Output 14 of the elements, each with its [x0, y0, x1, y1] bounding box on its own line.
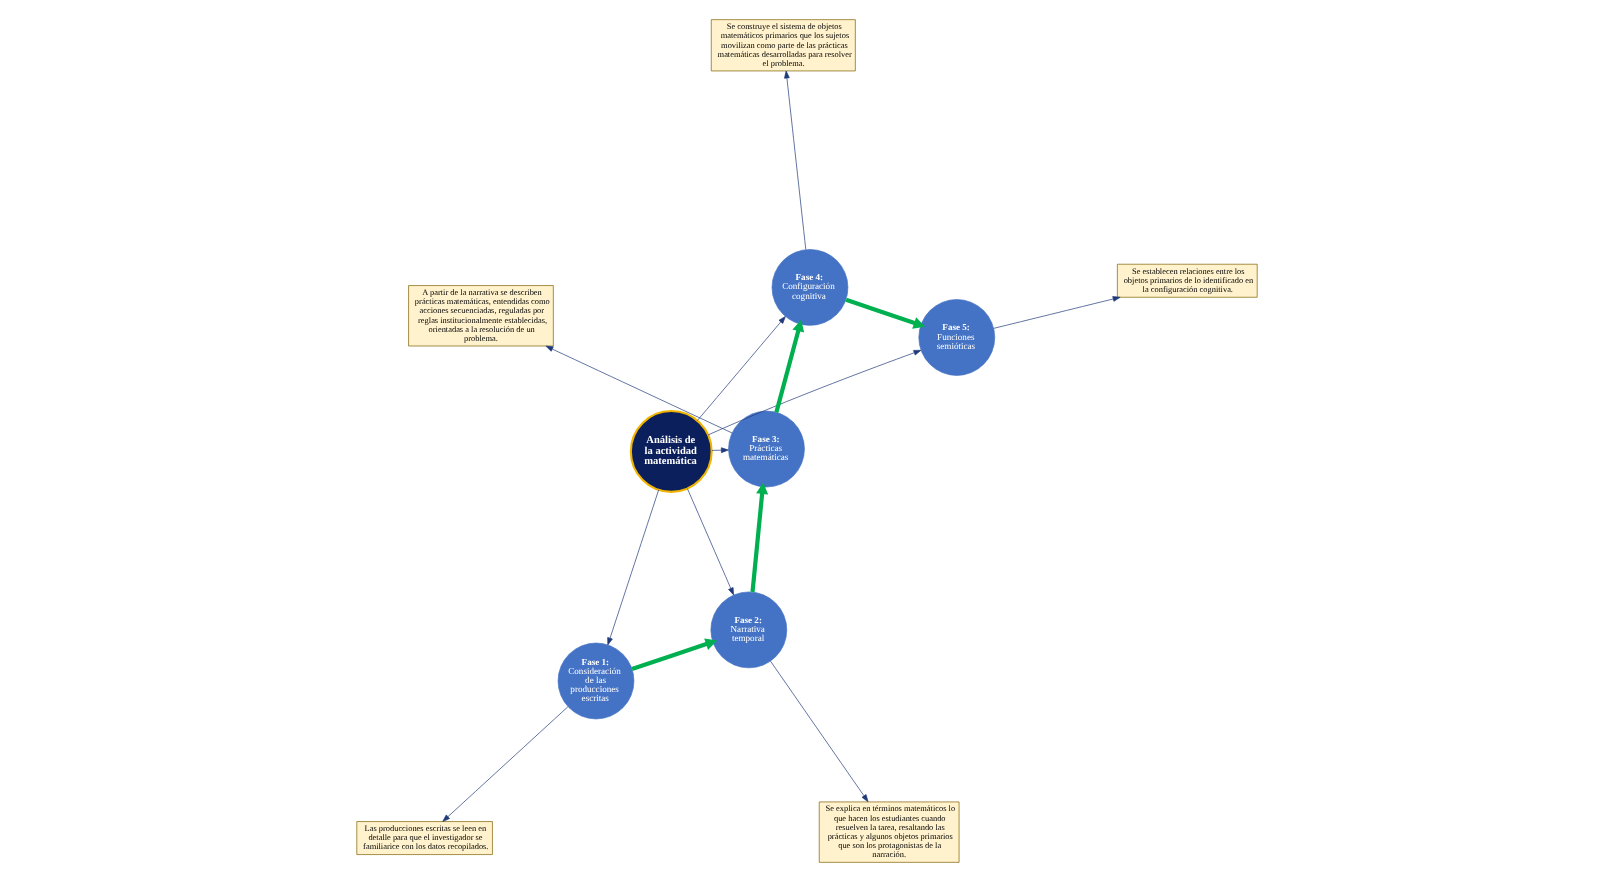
arrow	[607, 489, 659, 646]
arrow	[687, 488, 734, 596]
arrow	[845, 297, 926, 329]
arrow	[631, 638, 718, 671]
arrow	[750, 482, 769, 593]
arrow	[774, 319, 805, 413]
arrow	[545, 345, 733, 434]
arrow	[442, 706, 569, 822]
arrow	[697, 316, 786, 421]
arrow	[707, 349, 922, 436]
arrow	[784, 70, 807, 250]
arrow	[711, 447, 729, 453]
arrow	[770, 660, 869, 803]
arrow	[993, 296, 1121, 329]
